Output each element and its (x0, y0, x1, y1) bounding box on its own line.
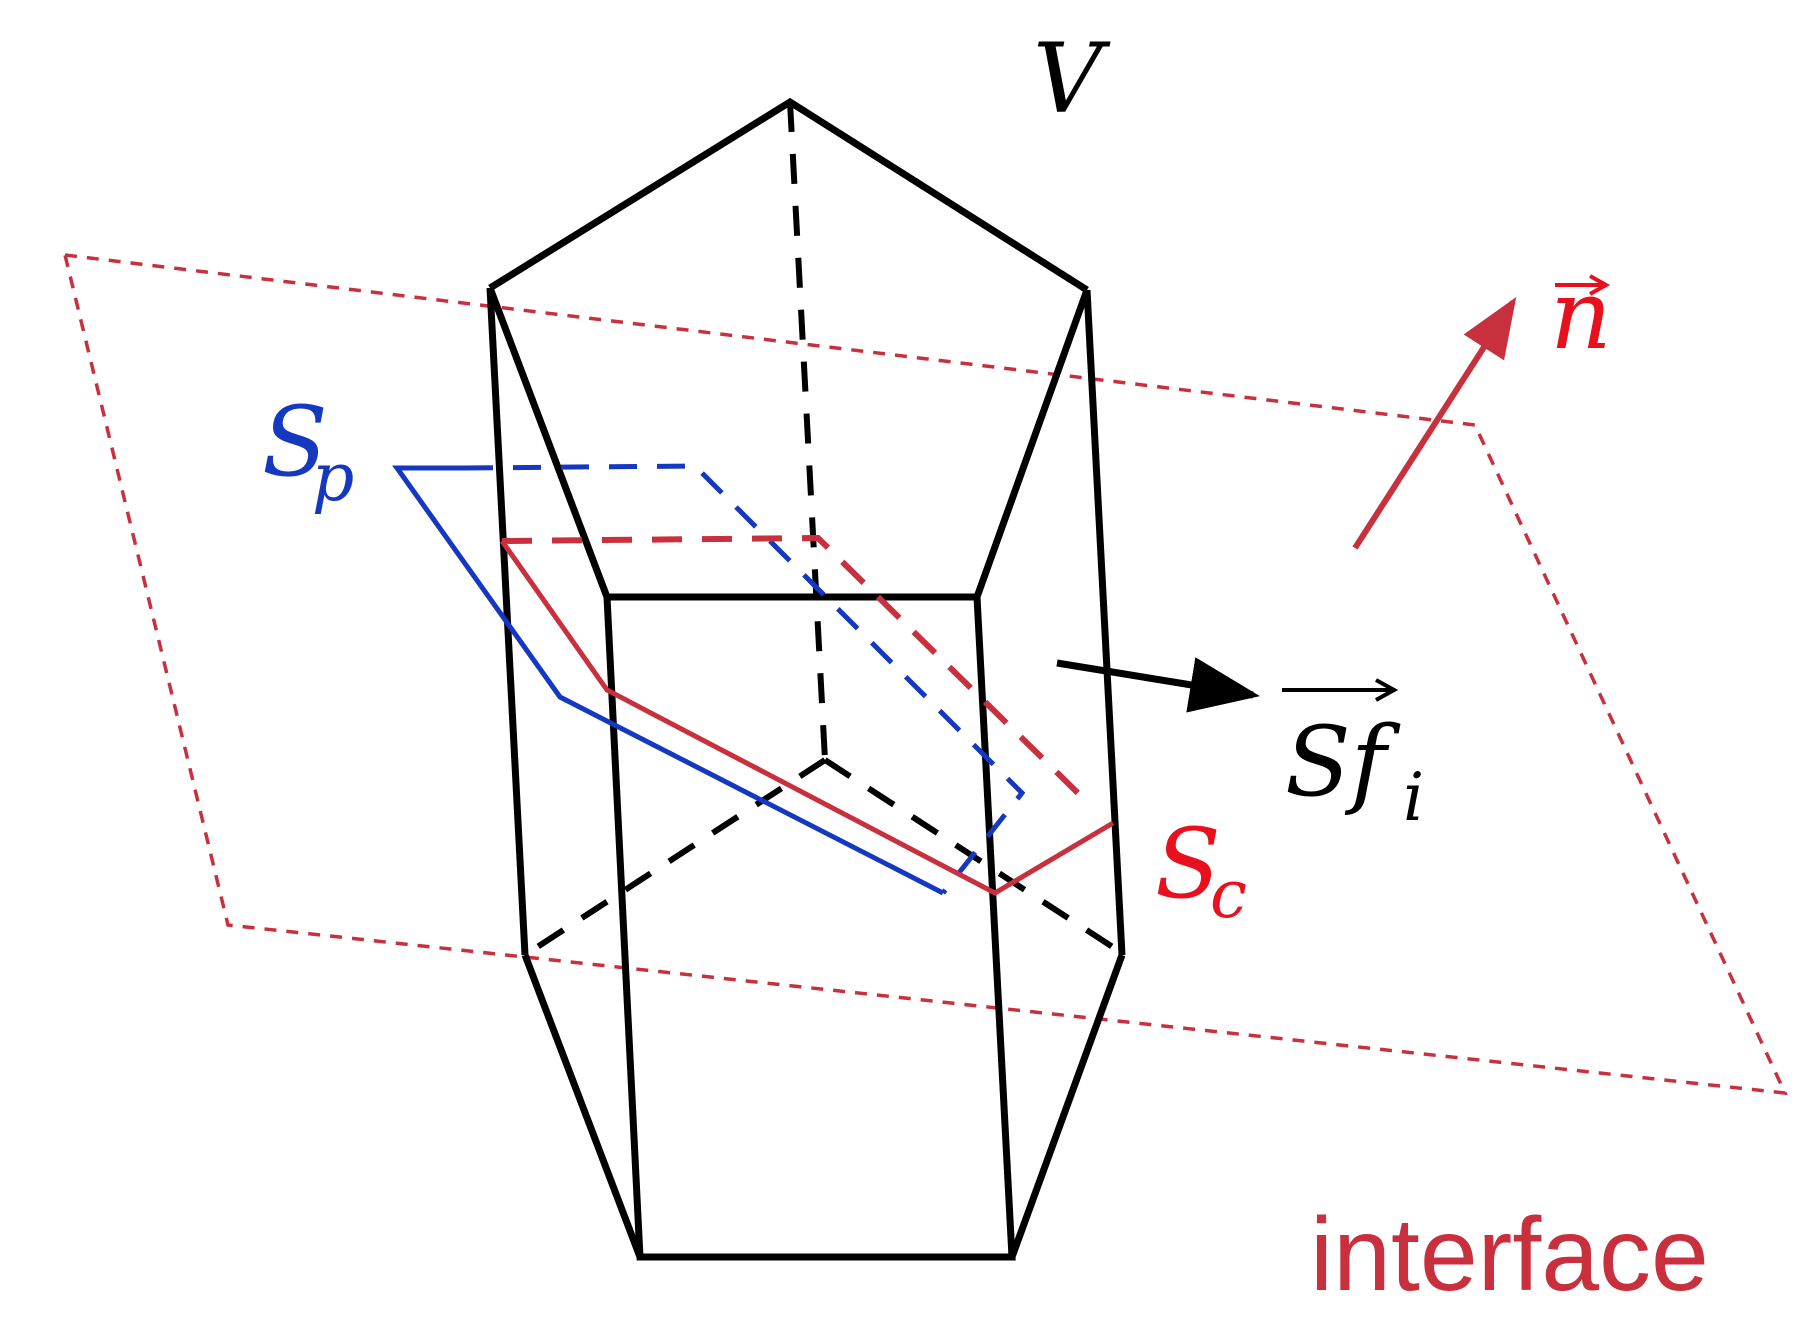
normal-overarrow-head-icon (1589, 274, 1611, 296)
face-vector-label: Sf i (1282, 678, 1424, 836)
interface-plane (62, 252, 1788, 1096)
svg-text:i: i (1403, 759, 1424, 836)
edge-left-taper-bottom (521, 953, 644, 1259)
edge-right-outer (1083, 289, 1126, 956)
normal-vector-arrow (1352, 296, 1517, 550)
face-vector-arrow (1056, 657, 1260, 713)
svg-text:p: p (312, 439, 354, 516)
hidden-edge-bottom-right (823, 757, 1127, 958)
svg-text:S: S (262, 386, 328, 498)
normal-label: n (1550, 259, 1612, 371)
sp-label: S p (262, 386, 354, 516)
svg-text:n: n (1550, 259, 1612, 371)
polyhedron-top-cap (488, 97, 1089, 293)
edge-left-taper-top (486, 286, 611, 599)
svg-text:S: S (1155, 808, 1221, 920)
sc-surface-hidden (501, 534, 1088, 803)
edge-right-taper-bottom (1008, 953, 1126, 1259)
face-vector-overarrow-head-icon (1375, 678, 1399, 702)
svg-text:Sf: Sf (1285, 706, 1401, 818)
hidden-edge-top-vertical (787, 101, 828, 761)
volume-label: V (1033, 23, 1111, 135)
interface-label: interface (1310, 1197, 1709, 1313)
hidden-edge-bottom-left (523, 757, 827, 958)
front-face (603, 593, 1016, 1261)
svg-text:c: c (1210, 856, 1247, 933)
sc-label: S c (1155, 808, 1247, 933)
sp-surface-hidden (464, 463, 1026, 895)
sc-surface-solid (499, 539, 1115, 896)
edge-right-taper-top (973, 288, 1091, 599)
sp-surface-solid (392, 465, 945, 896)
